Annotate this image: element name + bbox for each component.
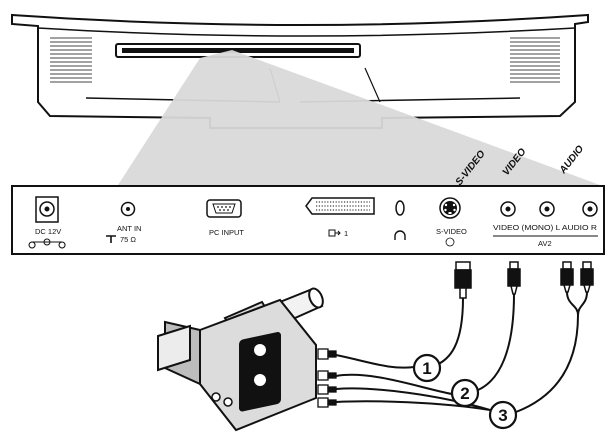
svg-text:2: 2 [460,384,469,403]
headphone-icon [394,230,406,240]
video-socket [500,201,516,217]
label-dc: DC 12V [35,227,61,236]
video-plug [507,261,521,295]
svg-text:3: 3 [498,406,507,425]
camcorder-plugs [317,348,337,408]
svg-text:1: 1 [422,359,431,378]
dc-polarity-icon [28,238,66,249]
label-svideo: S-VIDEO [436,227,467,236]
camcorder-cassette [239,332,281,412]
label-ant-in: ANT IN [117,224,141,233]
audio-left-plug [560,261,574,293]
tv-set [11,13,589,129]
audio-right-socket [582,201,598,217]
heading-audio: AUDIO [557,144,586,177]
cable-svideo-camera [335,354,415,369]
camcorder-button [211,392,221,402]
cable-video [477,293,515,391]
label-pc-input: PC INPUT [209,228,244,237]
label-scart: 1 [344,229,348,238]
callout-1: 1 [412,353,442,383]
label-av2: AV2 [538,239,552,248]
svideo-av-icon [445,237,455,247]
cable-video-camera [335,373,453,395]
camcorder-button [223,397,233,407]
label-ant-ohm: 75 Ω [120,235,136,244]
label-video-audio: VIDEO (MONO) L AUDIO R [493,223,598,232]
tv-top-edge [37,27,576,37]
dc-jack [28,196,66,249]
scart-icon [328,229,341,237]
antenna-icon [106,235,116,243]
svideo-socket [439,197,461,219]
svideo-plug [454,261,472,299]
audio-left-socket [539,201,555,217]
zoom-beam [118,50,600,185]
headphone-jack [394,200,406,240]
tv-grill-right [510,37,560,83]
pc-input-port [206,199,242,218]
audio-right-plug [580,261,594,293]
antenna-connector [106,201,136,243]
cable-svideo [433,297,464,367]
callout-2: 2 [450,378,480,408]
callout-3: 3 [488,400,518,430]
scart-connector [305,197,375,237]
connector-panel [11,185,605,255]
camcorder-icon [157,287,324,432]
tv-grill-left [50,37,92,83]
cable-audio [515,291,588,413]
